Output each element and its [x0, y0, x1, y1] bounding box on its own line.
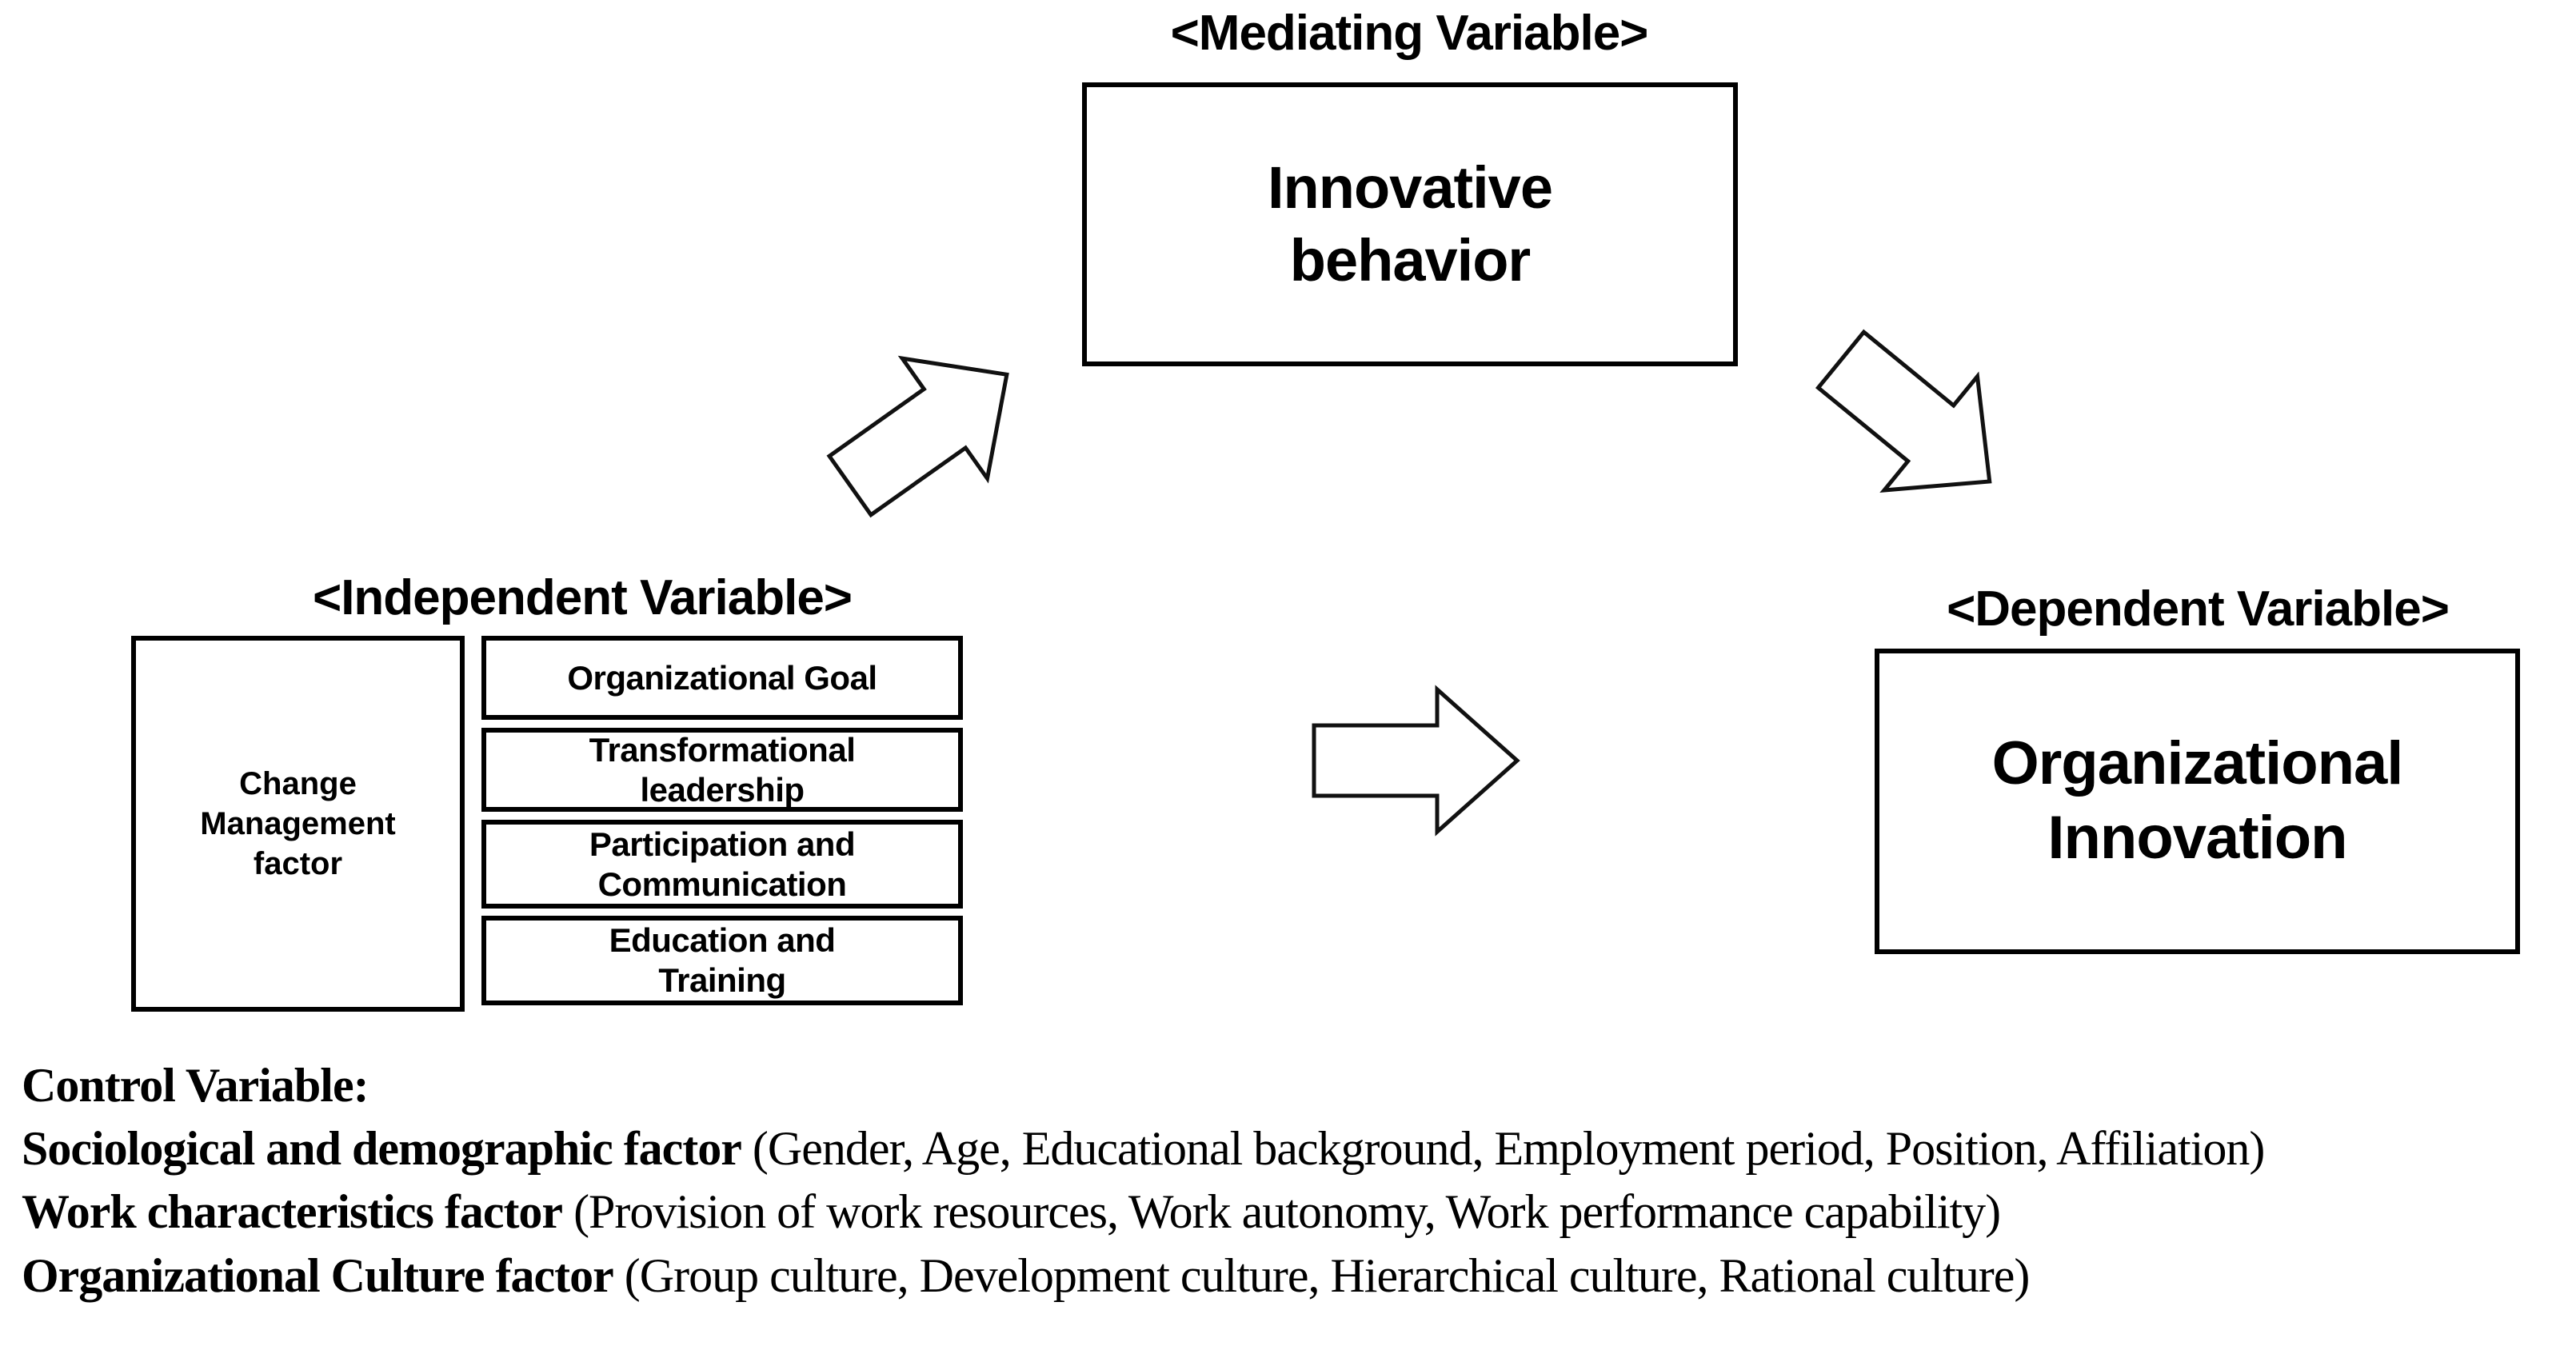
education-training-text: Education and Training [609, 921, 836, 999]
independent-variable-label: <Independent Variable> [312, 570, 853, 625]
dependent-box-text: Organizational Innovation [1991, 729, 2404, 872]
sociological-demographic-factor-label: Sociological and demographic factor [22, 1122, 742, 1176]
organizational-goal-box: Organizational Goal [481, 636, 963, 720]
control-variable-line: Sociological and demographic factor (Gen… [22, 1117, 2573, 1180]
organizational-goal-text: Organizational Goal [567, 658, 877, 697]
sociological-demographic-factor-detail: (Gender, Age, Educational background, Em… [752, 1122, 2265, 1176]
mediating-variable-box: Innovative behavior [1082, 82, 1738, 366]
dependent-variable-box: Organizational Innovation [1875, 649, 2520, 954]
control-variable-line: Organizational Culture factor (Group cul… [22, 1244, 2573, 1308]
mediating-variable-label: <Mediating Variable> [1170, 6, 1649, 61]
mediating-box-text: Innovative behavior [1268, 154, 1553, 294]
organizational-culture-factor-detail: (Group culture, Development culture, Hie… [624, 1248, 2031, 1302]
transformational-leadership-box: Transformational leadership [481, 728, 963, 812]
control-variable-line: Work characteristics factor (Provision o… [22, 1180, 2573, 1244]
arrow-independent-to-mediating [826, 355, 1009, 518]
arrow-independent-to-dependent [1312, 685, 1520, 837]
arrow-mediating-to-dependent [1815, 329, 1992, 493]
transformational-leadership-text: Transformational leadership [589, 730, 856, 809]
change-management-factor-text: Change Management factor [200, 766, 396, 881]
participation-communication-box: Participation and Communication [481, 820, 963, 909]
work-characteristics-factor-detail: (Provision of work resources, Work auton… [573, 1185, 2001, 1239]
dependent-variable-label: <Dependent Variable> [1947, 581, 2450, 637]
work-characteristics-factor-label: Work characteristics factor [22, 1185, 563, 1239]
organizational-culture-factor-label: Organizational Culture factor [22, 1248, 614, 1302]
education-training-box: Education and Training [481, 916, 963, 1005]
control-variables-block: Control Variable: Sociological and demog… [22, 1054, 2573, 1308]
change-management-factor-box: Change Management factor [131, 636, 465, 1012]
control-variables-heading: Control Variable: [22, 1059, 369, 1112]
participation-communication-text: Participation and Communication [589, 825, 856, 903]
